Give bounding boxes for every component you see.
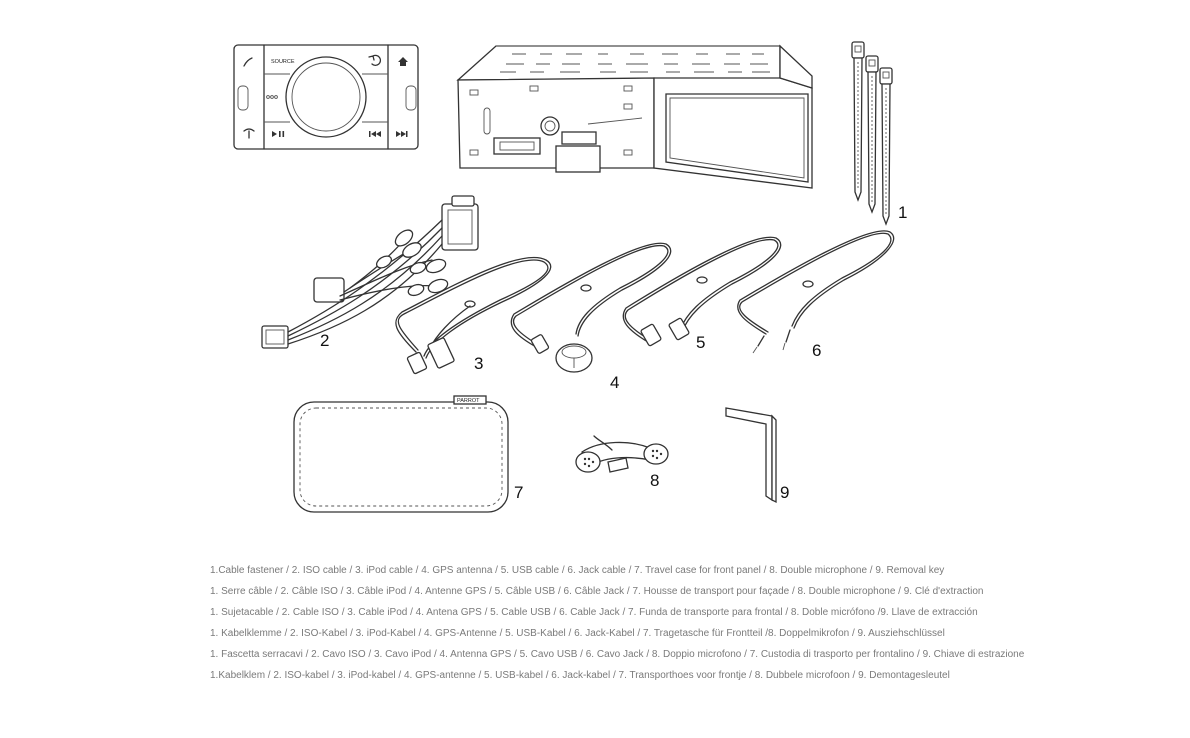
travel-case: PARROT 7 xyxy=(293,395,523,513)
label-9: 9 xyxy=(780,483,789,502)
label-6: 6 xyxy=(812,341,821,360)
parts-diagram: SOURCE xyxy=(233,41,907,513)
voice-icon xyxy=(243,128,255,139)
cable-fasteners: 1 xyxy=(851,41,907,226)
play-pause-icon xyxy=(272,131,285,137)
label-5: 5 xyxy=(696,333,705,352)
label-7: 7 xyxy=(514,483,523,502)
gps-antenna: 4 xyxy=(510,242,672,392)
legend-line-french: 1. Serre câble / 2. Câble ISO / 3. Câble… xyxy=(210,586,984,597)
source-label: SOURCE xyxy=(271,59,295,65)
previous-icon xyxy=(369,131,381,137)
back-icon xyxy=(368,54,382,67)
label-1: 1 xyxy=(898,203,907,222)
phone-icon xyxy=(243,57,253,67)
usb-cable: 5 xyxy=(622,236,782,352)
legend-line-german: 1. Kabelklemme / 2. ISO-Kabel / 3. iPod-… xyxy=(210,628,945,639)
legend: 1.Cable fastener / 2. ISO cable / 3. iPo… xyxy=(210,564,1170,690)
front-panel: SOURCE xyxy=(233,44,419,150)
label-3: 3 xyxy=(474,354,483,373)
home-icon xyxy=(398,57,408,66)
double-microphone: 8 xyxy=(575,435,669,490)
jack-cable: 6 xyxy=(737,230,895,360)
label-4: 4 xyxy=(610,373,619,392)
removal-key: 9 xyxy=(725,407,789,504)
legend-line-english: 1.Cable fastener / 2. ISO cable / 3. iPo… xyxy=(210,565,945,576)
legend-line-spanish: 1. Sujetacable / 2. Cable ISO / 3. Cable… xyxy=(210,607,978,618)
iso-cable: 2 xyxy=(261,195,479,350)
ipod-cable: 3 xyxy=(395,256,552,375)
label-2: 2 xyxy=(320,331,329,350)
head-unit xyxy=(456,44,813,189)
label-8: 8 xyxy=(650,471,659,490)
next-icon xyxy=(396,131,408,137)
legend-line-dutch: 1.Kabelklem / 2. ISO-kabel / 3. iPod-kab… xyxy=(210,670,950,681)
legend-line-italian: 1. Fascetta serracavi / 2. Cavo ISO / 3.… xyxy=(210,649,1025,660)
parrot-tag: PARROT xyxy=(457,398,480,404)
